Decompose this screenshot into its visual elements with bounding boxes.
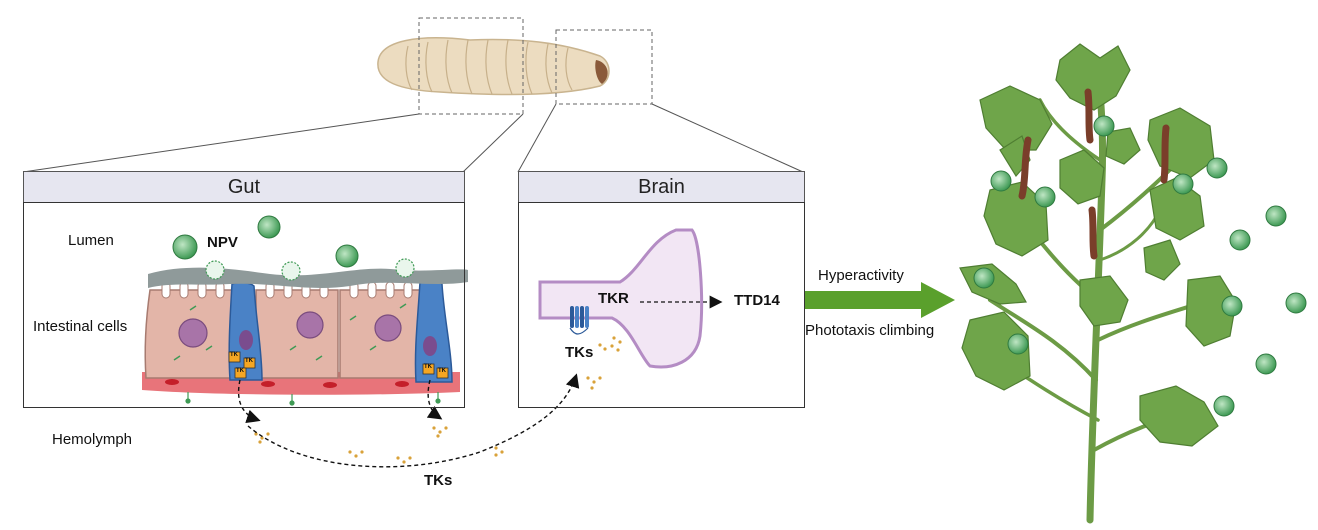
- tk-peptides: [254, 336, 622, 464]
- npv-virions: [172, 215, 415, 281]
- plant-virions: [973, 115, 1307, 417]
- tk-tag-text-1: TK: [230, 352, 238, 358]
- tks-bottom-label: TKs: [424, 472, 453, 489]
- lumen-label: Lumen: [68, 232, 114, 249]
- tk-tag-text-4: TK: [424, 364, 432, 370]
- tks-brain-label: TKs: [565, 344, 594, 361]
- projection-lines: [22, 103, 804, 173]
- gut-illustration: [142, 267, 468, 406]
- gut-panel-header: Gut: [23, 171, 465, 203]
- brain-panel-header: Brain: [518, 171, 805, 203]
- tk-transport-arrows: [237, 373, 580, 468]
- tk-tags: [228, 351, 449, 379]
- larva: [377, 37, 610, 96]
- npv-label: NPV: [207, 234, 238, 251]
- plant: [959, 43, 1237, 524]
- gut-panel: [23, 202, 465, 408]
- tk-tag-text-5: TK: [438, 368, 446, 374]
- intestinal-cells-label: Intestinal cells: [33, 318, 128, 335]
- infected-caterpillars: [1018, 88, 1170, 260]
- brain-selection-box: [555, 29, 653, 105]
- tk-tag-text-2: TK: [245, 358, 253, 364]
- hemolymph-label: Hemolymph: [52, 431, 133, 448]
- gut-selection-box: [418, 17, 524, 115]
- neuron: [538, 228, 704, 369]
- tkr-label: TKR: [598, 290, 629, 307]
- brain-panel: [518, 202, 805, 408]
- outcome-arrow: [805, 282, 955, 318]
- ttd14-label: TTD14: [734, 292, 780, 309]
- hyperactivity-label: Hyperactivity: [818, 267, 904, 284]
- tkr-receptor-icon: [569, 306, 589, 335]
- brain-title: Brain: [638, 176, 685, 198]
- phototaxis-climbing-label: Phototaxis climbing: [805, 322, 935, 339]
- tk-tag-text-3: TK: [236, 368, 244, 374]
- gut-title: Gut: [227, 176, 261, 198]
